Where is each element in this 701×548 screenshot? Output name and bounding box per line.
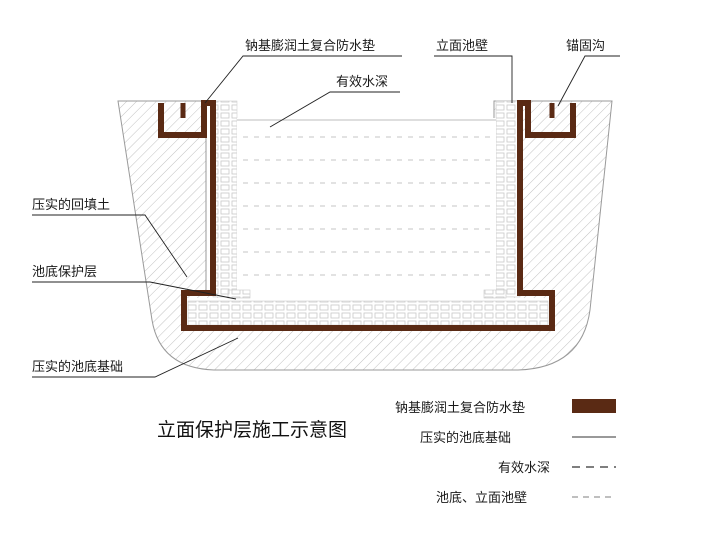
bottom-protection-layer bbox=[187, 300, 549, 326]
label-water-depth: 有效水深 bbox=[336, 75, 388, 90]
right-wall bbox=[495, 100, 521, 298]
leader-lines bbox=[32, 55, 620, 378]
legend-label-foundation: 压实的池底基础 bbox=[420, 430, 511, 446]
label-protection-layer: 池底保护层 bbox=[32, 264, 97, 280]
right-corner-block bbox=[483, 289, 507, 299]
legend-label-water-depth: 有效水深 bbox=[498, 461, 550, 476]
bentonite-membrane bbox=[158, 100, 576, 331]
left-corner-block bbox=[227, 289, 251, 299]
pool-water bbox=[237, 118, 496, 298]
legend-swatch-membrane bbox=[572, 399, 616, 413]
label-membrane: 钠基膨润土复合防水垫 bbox=[245, 38, 375, 54]
label-foundation: 压实的池底基础 bbox=[32, 359, 123, 375]
legend-label-pool-walls: 池底、立面池壁 bbox=[436, 490, 527, 506]
label-wall: 立面池壁 bbox=[436, 39, 488, 54]
left-wall bbox=[212, 100, 238, 298]
label-anchor-trench: 锚固沟 bbox=[566, 39, 605, 54]
diagram-title: 立面保护层施工示意图 bbox=[157, 419, 347, 441]
water-dash-lines bbox=[243, 136, 493, 276]
label-backfill: 压实的回填土 bbox=[32, 197, 110, 213]
legend-label-membrane: 钠基膨润土复合防水垫 bbox=[395, 400, 525, 416]
legend: 钠基膨润土复合防水垫 压实的池底基础 有效水深 池底、立面池壁 bbox=[395, 399, 616, 506]
